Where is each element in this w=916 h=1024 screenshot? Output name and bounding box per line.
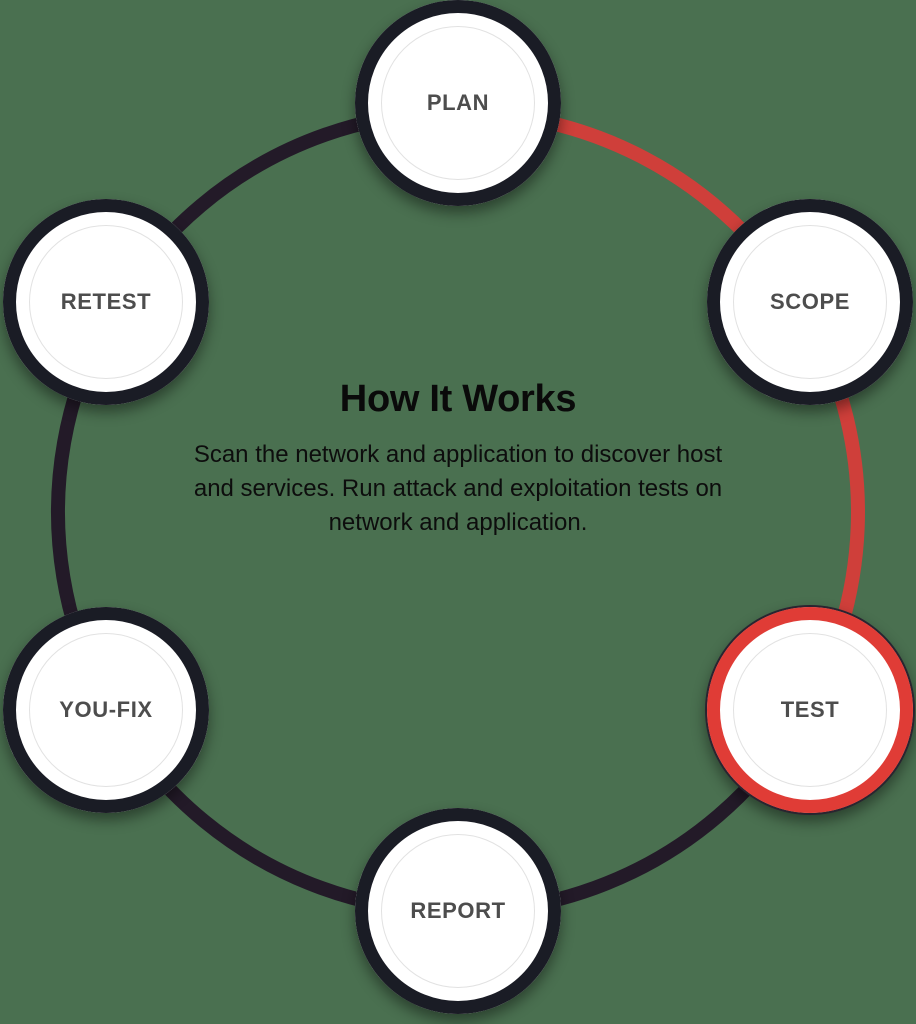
cycle-node-label-retest: RETEST bbox=[60, 289, 152, 314]
cycle-node-retest[interactable]: RETEST bbox=[3, 199, 209, 405]
node-inner-circle bbox=[381, 26, 535, 180]
node-inner-circle bbox=[29, 225, 183, 379]
cycle-node-test[interactable]: TEST bbox=[707, 607, 913, 813]
cycle-node-plan[interactable]: PLAN bbox=[355, 0, 561, 206]
node-inner-circle bbox=[733, 633, 887, 787]
description-text: Scan the network and application to disc… bbox=[193, 440, 723, 537]
node-inner-circle bbox=[733, 225, 887, 379]
cycle-node-label-report: REPORT bbox=[410, 898, 506, 923]
center-content: How It Works Scan the network and applic… bbox=[178, 378, 738, 540]
cycle-node-label-you-fix: YOU-FIX bbox=[59, 697, 153, 722]
cycle-node-you-fix[interactable]: YOU-FIX bbox=[3, 607, 209, 813]
cycle-node-label-scope: SCOPE bbox=[769, 289, 851, 314]
cycle-node-scope[interactable]: SCOPE bbox=[707, 199, 913, 405]
node-inner-circle bbox=[381, 834, 535, 988]
node-inner-circle bbox=[29, 633, 183, 787]
cycle-node-report[interactable]: REPORT bbox=[355, 808, 561, 1014]
cycle-node-label-test: TEST bbox=[780, 697, 840, 722]
cycle-node-label-plan: PLAN bbox=[426, 90, 490, 115]
page-title: How It Works bbox=[339, 378, 577, 420]
